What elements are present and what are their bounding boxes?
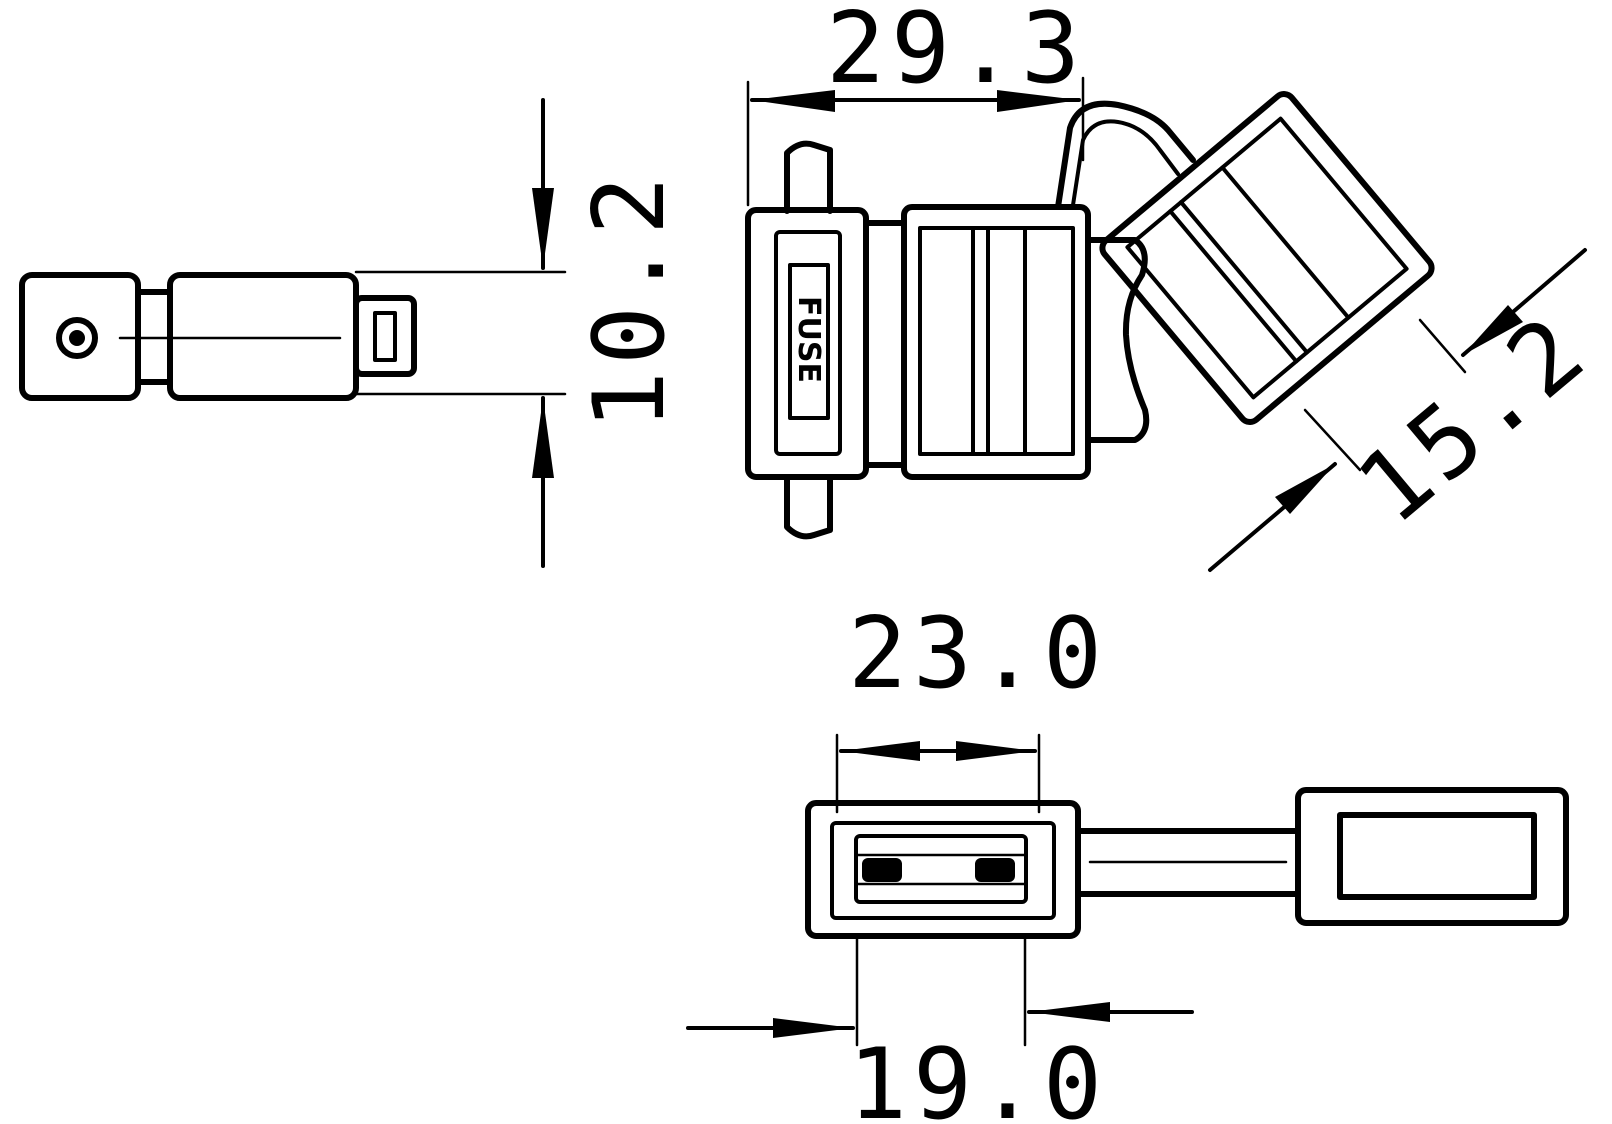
dimension-label-10-2: 10.2 [573, 170, 687, 430]
top-view: FUSE [745, 91, 1435, 540]
dimension-23-0: 23.0 [835, 597, 1108, 814]
bottom-view [805, 787, 1569, 939]
side-view [19, 272, 417, 401]
fuse-label-text: FUSE [791, 296, 826, 383]
dimension-label-19-0: 19.0 [848, 1028, 1108, 1124]
dimension-29-3: 29.3 [746, 0, 1086, 207]
dimension-label-15-2: 15.2 [1337, 292, 1609, 546]
dimension-10-2: 10.2 [354, 98, 687, 568]
dimension-19-0: 19.0 [686, 933, 1194, 1124]
dimension-label-23-0: 23.0 [848, 597, 1108, 711]
dimension-label-29-3: 29.3 [826, 0, 1086, 106]
